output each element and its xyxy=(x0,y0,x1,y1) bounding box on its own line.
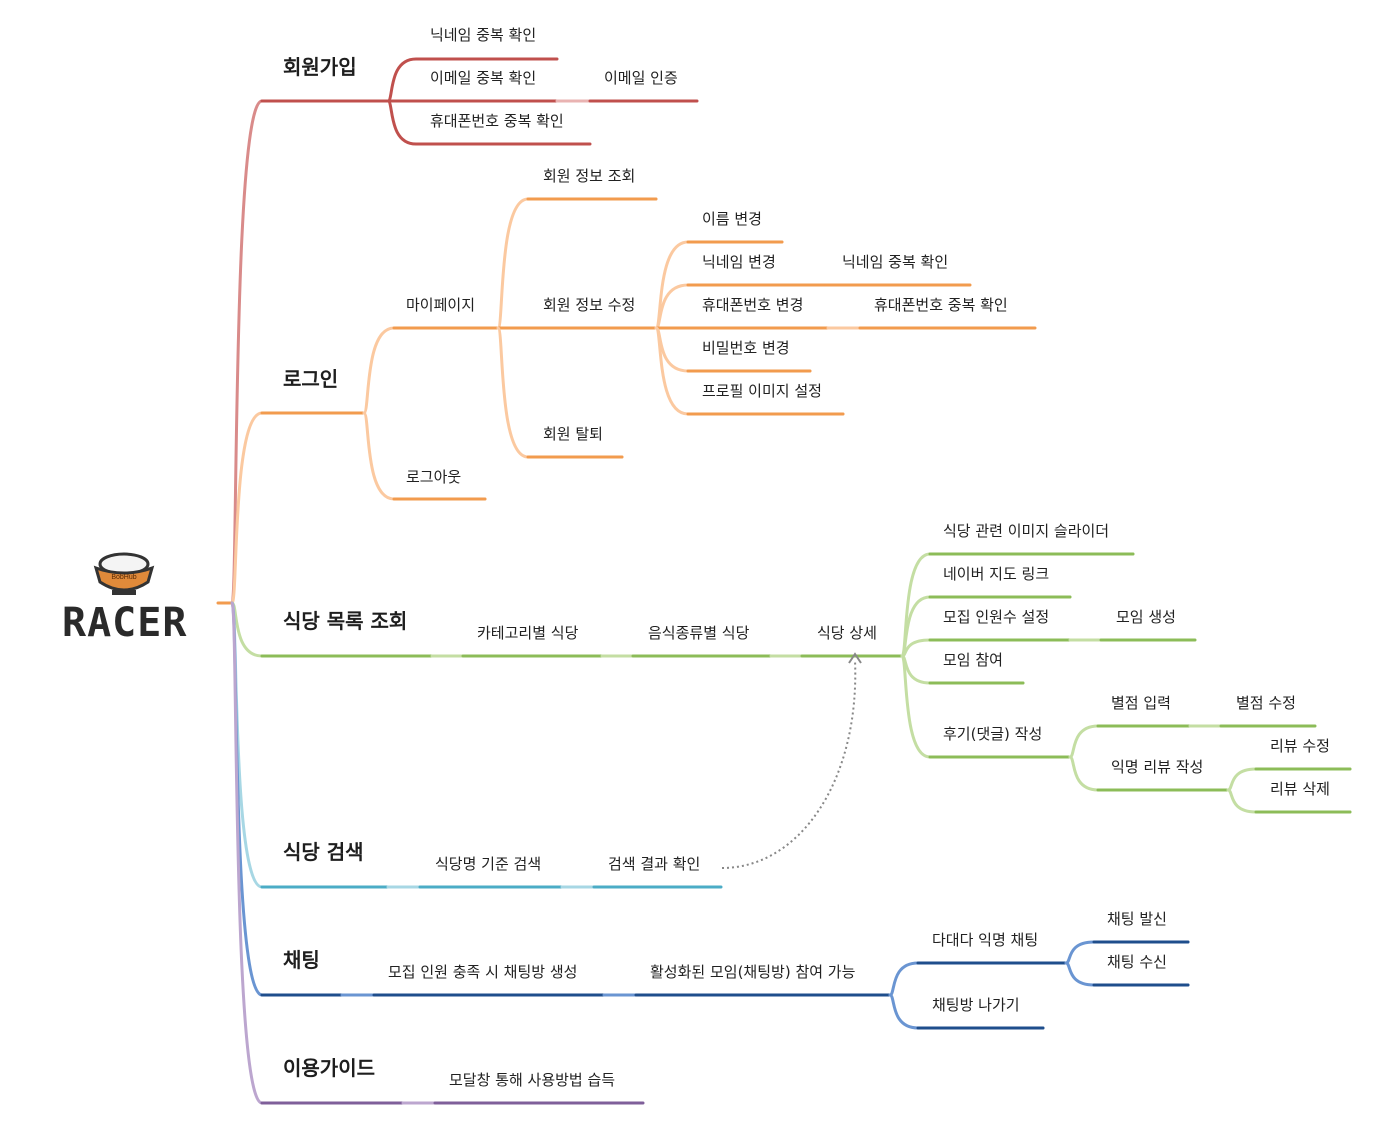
node-chatroom-join[interactable]: 활성화된 모임(채팅방) 참여 가능 xyxy=(650,963,856,981)
node-rating-edit[interactable]: 별점 수정 xyxy=(1236,694,1296,712)
line-map-curve xyxy=(900,595,1072,658)
node-leave-chatroom[interactable]: 채팅방 나가기 xyxy=(932,996,1020,1014)
node-chat-receive[interactable]: 채팅 수신 xyxy=(1107,953,1167,971)
node-food-type[interactable]: 음식종류별 식당 xyxy=(648,624,750,642)
trunk-login xyxy=(230,411,366,605)
line-member-leave-curve xyxy=(496,326,624,459)
node-review-delete[interactable]: 리뷰 삭제 xyxy=(1270,780,1330,798)
connector-lines xyxy=(216,57,1352,1105)
branch-signup[interactable]: 회원가입 xyxy=(283,55,357,79)
node-phone-dup-check[interactable]: 휴대폰번호 중복 확인 xyxy=(874,296,1008,314)
node-nick-dup-check[interactable]: 닉네임 중복 확인 xyxy=(842,253,949,271)
trunk-guide xyxy=(230,601,405,1105)
line-rating-curve xyxy=(1068,724,1192,759)
node-chat-send[interactable]: 채팅 발신 xyxy=(1107,910,1167,928)
node-signup-phone-check[interactable]: 휴대폰번호 중복 확인 xyxy=(430,112,564,130)
node-search-result[interactable]: 검색 결과 확인 xyxy=(608,855,701,873)
line-signup-phone xyxy=(386,99,592,146)
node-review-edit[interactable]: 리뷰 수정 xyxy=(1270,737,1330,755)
node-edit-profile[interactable]: 프로필 이미지 설정 xyxy=(702,382,822,400)
trunk-chat xyxy=(230,601,344,997)
node-anon-review[interactable]: 익명 리뷰 작성 xyxy=(1111,758,1204,776)
node-image-slider[interactable]: 식당 관련 이미지 슬라이더 xyxy=(943,522,1110,540)
branch-restaurant-search[interactable]: 식당 검색 xyxy=(283,840,364,864)
line-mypage-curve xyxy=(362,326,500,415)
node-chatroom-create[interactable]: 모집 인원 충족 시 채팅방 생성 xyxy=(388,963,578,981)
node-edit-phone[interactable]: 휴대폰번호 변경 xyxy=(702,296,804,314)
line-member-view-curve xyxy=(496,197,658,330)
node-name-search[interactable]: 식당명 기준 검색 xyxy=(435,855,542,873)
node-anon-chat[interactable]: 다대다 익명 채팅 xyxy=(932,931,1039,949)
line-edit-profile-curve xyxy=(654,326,845,416)
branch-chat[interactable]: 채팅 xyxy=(283,948,320,972)
line-anon-chat-curve xyxy=(888,961,1068,997)
node-edit-name[interactable]: 이름 변경 xyxy=(702,210,762,228)
dotted-link-arrow xyxy=(721,659,857,869)
root-title: RACER xyxy=(62,600,188,646)
bowl-label: BobHub xyxy=(111,574,136,581)
node-write-review[interactable]: 후기(댓글) 작성 xyxy=(943,725,1043,743)
trunk-signup xyxy=(230,99,390,605)
node-category[interactable]: 카테고리별 식당 xyxy=(477,624,579,642)
node-member-leave[interactable]: 회원 탈퇴 xyxy=(543,425,603,443)
node-join-meet[interactable]: 모임 참여 xyxy=(943,651,1003,669)
node-signup-email-verify[interactable]: 이메일 인증 xyxy=(604,69,678,87)
line-review-curve xyxy=(900,654,1072,759)
dotted-link-arrowhead xyxy=(848,652,862,664)
node-edit-password[interactable]: 비밀번호 변경 xyxy=(702,339,790,357)
node-guide-modal[interactable]: 모달창 통해 사용방법 습득 xyxy=(449,1071,616,1089)
node-member-edit[interactable]: 회원 정보 수정 xyxy=(543,296,636,314)
line-edit-nick-curve xyxy=(654,283,828,330)
node-member-view[interactable]: 회원 정보 조회 xyxy=(543,167,636,185)
node-mypage[interactable]: 마이페이지 xyxy=(406,296,476,314)
node-logout[interactable]: 로그아웃 xyxy=(406,468,462,486)
root-logo: BobHub RACER xyxy=(56,548,196,648)
node-meet-create[interactable]: 모임 생성 xyxy=(1116,608,1176,626)
node-naver-map[interactable]: 네이버 지도 링크 xyxy=(943,565,1050,583)
line-logout-curve xyxy=(362,411,487,501)
branch-login[interactable]: 로그인 xyxy=(283,367,339,391)
node-rating-input[interactable]: 별점 입력 xyxy=(1111,694,1171,712)
node-recruit-count[interactable]: 모집 인원수 설정 xyxy=(943,608,1050,626)
node-edit-nick[interactable]: 닉네임 변경 xyxy=(702,253,776,271)
branch-guide[interactable]: 이용가이드 xyxy=(283,1056,375,1080)
node-signup-nick-check[interactable]: 닉네임 중복 확인 xyxy=(430,26,537,44)
rice-bowl-icon: BobHub xyxy=(93,552,155,595)
node-restaurant-detail[interactable]: 식당 상세 xyxy=(817,624,877,642)
branch-restaurant-list[interactable]: 식당 목록 조회 xyxy=(283,609,408,633)
node-signup-email-check[interactable]: 이메일 중복 확인 xyxy=(430,69,537,87)
